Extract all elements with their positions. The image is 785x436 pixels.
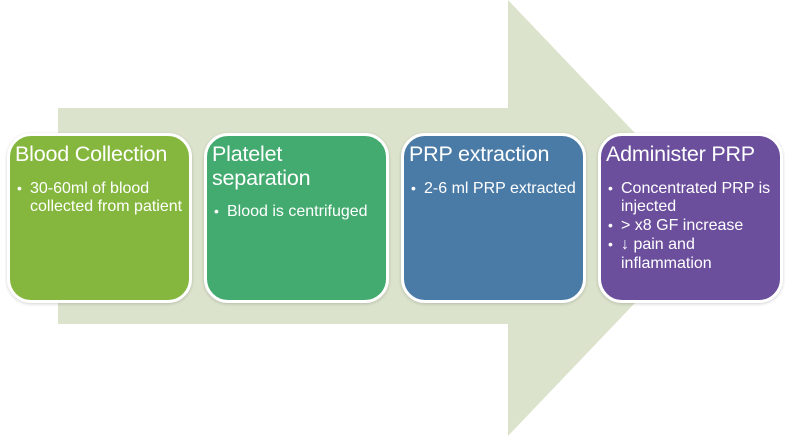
- step-card-blood-collection: Blood Collection 30-60ml of blood collec…: [7, 133, 192, 303]
- steps-row: Blood Collection 30-60ml of blood collec…: [7, 133, 783, 303]
- step-card-platelet-separation: Platelet separation Blood is centrifuged: [204, 133, 389, 303]
- bullet-list: Blood is centrifuged: [207, 203, 386, 222]
- step-title: Blood Collection: [15, 142, 168, 166]
- step-title: Administer PRP: [606, 142, 755, 166]
- bullet-list: 30-60ml of blood collected from patient: [10, 180, 189, 217]
- step-title: PRP extraction: [409, 142, 550, 166]
- bullet-item: Blood is centrifuged: [214, 203, 382, 222]
- bullet-item: > x8 GF increase: [608, 217, 776, 236]
- bullet-item: ↓ pain and inflammation: [608, 236, 776, 273]
- bullet-item: 30-60ml of blood collected from patient: [17, 180, 185, 217]
- step-title: Platelet separation: [212, 142, 311, 190]
- bullet-item: 2-6 ml PRP extracted: [411, 180, 579, 199]
- bullet-list: 2-6 ml PRP extracted: [404, 180, 583, 199]
- bullet-item: Concentrated PRP is injected: [608, 180, 776, 217]
- step-card-administer-prp: Administer PRP Concentrated PRP is injec…: [598, 133, 783, 303]
- step-card-prp-extraction: PRP extraction 2-6 ml PRP extracted: [401, 133, 586, 303]
- bullet-list: Concentrated PRP is injected > x8 GF inc…: [601, 180, 780, 274]
